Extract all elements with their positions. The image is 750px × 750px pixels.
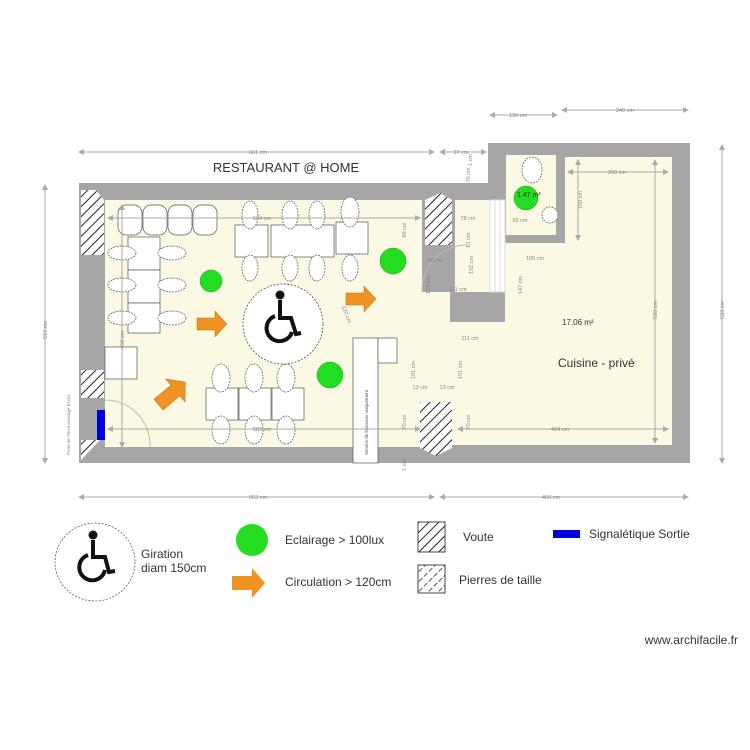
wheelchair-turning-circle [242, 283, 324, 365]
arrow-icon [232, 568, 265, 598]
wheelchair-icon [77, 530, 116, 583]
voute-pillars [81, 190, 452, 460]
legend-wheelchair-line1: Giration [141, 547, 183, 561]
dimension-label: 120 cm [340, 305, 352, 324]
light-icon [316, 361, 344, 389]
dimension-label: 78 cm [461, 216, 476, 222]
light-icon [379, 247, 407, 275]
plan-title: RESTAURANT @ HOME [213, 160, 360, 175]
legend-voute: Voute [463, 530, 494, 544]
tables-bottom [205, 363, 305, 445]
dimension-label: 105 cm [526, 256, 544, 262]
dimension-label: 662 cm [249, 495, 267, 501]
dimension-label: 70 cm [402, 414, 408, 429]
credit: www.archifacile.fr [644, 633, 738, 647]
counter-label: Service de boissons uniquement [364, 389, 369, 455]
legend-lighting: Eclairage > 100lux [285, 533, 384, 547]
dimension-label: 1 cm [468, 154, 474, 166]
legend-exit: Signalétique Sortie [589, 527, 690, 541]
dimension-label: 594 cm [253, 216, 271, 222]
exit-swatch [553, 530, 580, 538]
dimension-label: 1 cm [402, 459, 408, 471]
dimension-label: 108 cm [426, 276, 432, 294]
corridor [455, 200, 490, 292]
dimension-label: 55 cm [428, 258, 443, 264]
voute-swatch [417, 521, 446, 553]
dimension-lines [42, 107, 725, 500]
dimension-label: 70 cm [466, 167, 472, 182]
dimension-labels: 661 cm 97 cm 70 cm 130 cm 240 cm 200 cm 158 cm… [43, 108, 726, 501]
arrow-icon [196, 310, 228, 338]
dimension-label: 661 cm [249, 150, 267, 156]
dimension-label: 181 cm [411, 361, 417, 379]
arrow-icon [345, 285, 377, 313]
sink [541, 206, 559, 224]
dimension-label: 466 cm [542, 495, 560, 501]
kitchen-area: 17.06 m² [562, 318, 594, 327]
side-table [104, 346, 138, 380]
dimension-label: 192 cm [469, 256, 475, 274]
dimension-label: 404 cm [551, 427, 569, 433]
arrow-icon [153, 378, 186, 411]
kitchen-label: Cuisine - privé [558, 356, 635, 370]
dimension-label: 111 cm [461, 336, 479, 342]
wc-area: 1.47 m² [517, 192, 541, 199]
bar-counter [352, 337, 379, 464]
dimension-label: 70 cm [466, 414, 472, 429]
dimension-label: 130 cm [509, 113, 527, 119]
kitchen-door[interactable] [421, 244, 468, 291]
lights [199, 185, 539, 389]
legend-wheelchair-line2: diam 150cm [141, 561, 206, 575]
dimension-label: 111 cm [449, 287, 467, 293]
dimension-label: 13 cm [440, 385, 455, 391]
toilet [521, 156, 543, 184]
dimension-label: 589 cm [253, 427, 271, 433]
dimension-label: 533 cm [720, 301, 726, 319]
dimension-label: 533 cm [653, 301, 659, 319]
legend-circulation: Circulation > 120cm [285, 575, 391, 589]
dimension-label: 450 cm [120, 331, 126, 349]
wheelchair-icon [264, 290, 302, 344]
dimension-label: 200 cm [608, 170, 626, 176]
dimension-label: 151 cm [458, 361, 464, 379]
light-icon [236, 524, 268, 556]
entrance-door[interactable] [104, 399, 151, 448]
dimension-label: 13 cm [413, 385, 428, 391]
dimension-label: 519 cm [43, 321, 49, 339]
stairs [489, 199, 506, 293]
dimension-label: 97 cm [454, 150, 469, 156]
legend-stone: Pierres de taille [459, 573, 542, 587]
exit-sign [97, 410, 105, 440]
tables-left [107, 236, 187, 334]
dimension-label: 69 cm [402, 222, 408, 237]
light-icon [513, 185, 539, 211]
door-label: Porte de 90cm passage 81cm [66, 395, 71, 455]
dimension-label: 61 cm [466, 232, 472, 247]
dimension-label: 240 cm [616, 108, 634, 114]
light-icon [199, 269, 223, 293]
stone-swatch [417, 564, 446, 594]
dimension-label: 65 cm [513, 218, 528, 224]
legend: Giration diam 150cm Eclairage > 100lux C… [54, 521, 690, 602]
circulation-arrows [153, 285, 377, 411]
dimension-label: 147 cm [518, 276, 524, 294]
legend-wheelchair: Giration diam 150cm [54, 522, 206, 602]
dimension-label: 158 cm [578, 191, 584, 209]
